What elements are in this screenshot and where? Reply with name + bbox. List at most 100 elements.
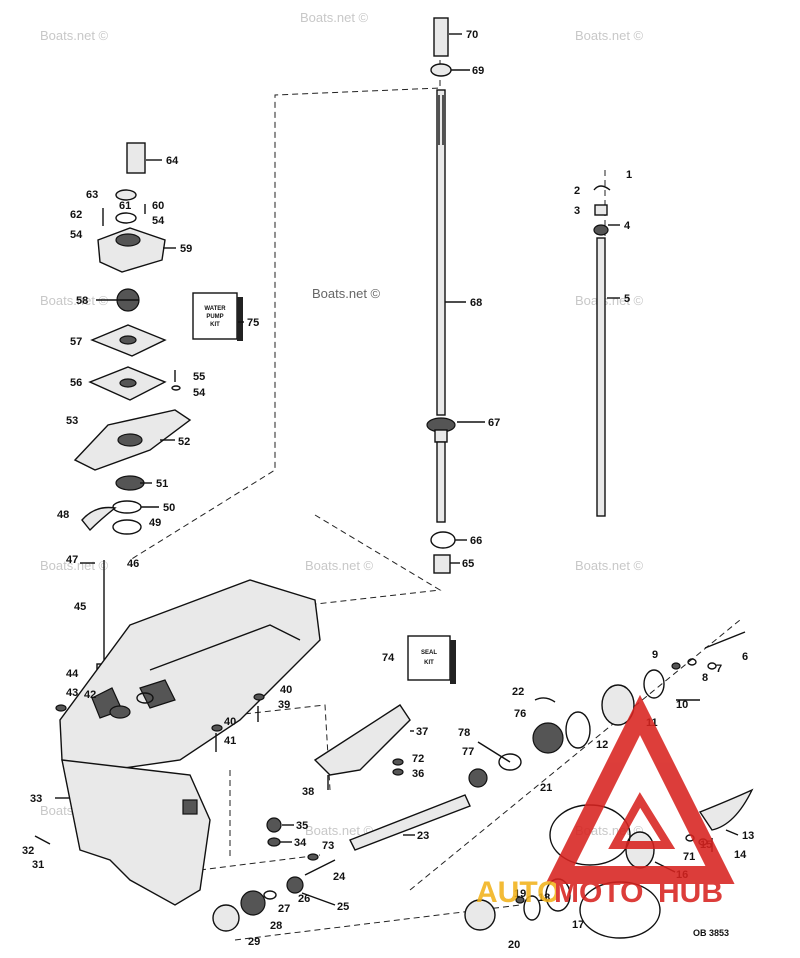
label-61: 61 bbox=[119, 200, 131, 212]
label-13: 13 bbox=[742, 830, 754, 842]
label-40b: 40 bbox=[224, 716, 236, 728]
part-64-tube bbox=[126, 142, 146, 174]
part-72-washer bbox=[392, 758, 404, 766]
part-65-sleeve bbox=[433, 554, 451, 574]
part-27-washer bbox=[263, 890, 277, 900]
label-31: 31 bbox=[32, 859, 44, 871]
label-8: 8 bbox=[702, 672, 708, 684]
watermark: Boats.net © bbox=[300, 10, 369, 25]
watermark: Boats.net © bbox=[575, 28, 644, 43]
label-65: 65 bbox=[462, 558, 474, 570]
svg-text:PUMP: PUMP bbox=[206, 314, 223, 320]
label-17: 17 bbox=[572, 919, 584, 931]
label-1: 1 bbox=[626, 169, 632, 181]
part-78-pin bbox=[477, 741, 511, 763]
part-51-seal bbox=[115, 475, 145, 491]
part-24-pin bbox=[304, 859, 336, 876]
label-54b: 54 bbox=[70, 229, 83, 241]
label-50: 50 bbox=[163, 502, 175, 514]
part-33-gearcase-top bbox=[59, 579, 321, 771]
assembly-guide-lines bbox=[129, 20, 741, 941]
part-20-hub bbox=[464, 899, 496, 931]
part-9-washer bbox=[671, 662, 681, 670]
part-37-skeg bbox=[313, 704, 411, 776]
label-53: 53 bbox=[66, 415, 78, 427]
label-37: 37 bbox=[416, 726, 428, 738]
label-3: 3 bbox=[574, 205, 580, 217]
part-10-oring bbox=[643, 669, 665, 699]
label-43: 43 bbox=[66, 687, 78, 699]
label-32: 32 bbox=[22, 845, 34, 857]
label-27: 27 bbox=[278, 903, 290, 915]
watermark: Boats.net © bbox=[40, 558, 109, 573]
label-20: 20 bbox=[508, 939, 520, 951]
label-68: 68 bbox=[470, 297, 482, 309]
logo-text-auto: AUTO bbox=[476, 876, 560, 909]
part-25-clutch bbox=[286, 876, 304, 894]
label-74: 74 bbox=[382, 652, 395, 664]
watermark: Boats.net © bbox=[305, 823, 374, 838]
label-9: 9 bbox=[652, 649, 658, 661]
watermark: Boats.net © bbox=[575, 293, 644, 308]
logo-text-moto: MOTO bbox=[554, 876, 643, 909]
part-76-bearing bbox=[532, 722, 564, 754]
label-33: 33 bbox=[30, 793, 42, 805]
part-33-gearcase-lower bbox=[61, 759, 211, 906]
part-7-washer bbox=[707, 662, 717, 670]
part-31-screw bbox=[34, 835, 51, 845]
part-3-bushing bbox=[594, 204, 608, 216]
label-45: 45 bbox=[74, 601, 86, 613]
label-7: 7 bbox=[716, 663, 722, 675]
svg-text:SEAL: SEAL bbox=[421, 650, 437, 656]
logo-triangle-outer bbox=[545, 694, 735, 884]
label-44: 44 bbox=[66, 668, 79, 680]
label-73: 73 bbox=[322, 840, 334, 852]
label-59: 59 bbox=[180, 243, 192, 255]
seal-kit-box: SEAL KIT bbox=[407, 635, 456, 684]
label-69: 69 bbox=[472, 65, 484, 77]
label-58: 58 bbox=[76, 295, 88, 307]
label-23: 23 bbox=[417, 830, 429, 842]
label-14: 14 bbox=[734, 849, 747, 861]
part-73-pin bbox=[307, 853, 319, 861]
part-63-grommet bbox=[115, 189, 137, 201]
label-2: 2 bbox=[574, 185, 580, 197]
label-22: 22 bbox=[512, 686, 524, 698]
part-18-washer bbox=[523, 895, 541, 921]
part-5-shift-rod bbox=[596, 237, 606, 517]
label-24: 24 bbox=[333, 871, 346, 883]
watermark: Boats.net © bbox=[40, 293, 109, 308]
part-29-bearing bbox=[212, 904, 240, 932]
label-6: 6 bbox=[742, 651, 748, 663]
label-25: 25 bbox=[337, 901, 349, 913]
label-12: 12 bbox=[596, 739, 608, 751]
label-54a: 54 bbox=[152, 215, 165, 227]
label-19: 19 bbox=[514, 888, 526, 900]
label-56: 56 bbox=[70, 377, 82, 389]
label-36: 36 bbox=[412, 768, 424, 780]
part-59-pump-housing bbox=[97, 227, 166, 273]
label-26: 26 bbox=[298, 893, 310, 905]
label-41: 41 bbox=[224, 735, 236, 747]
label-64: 64 bbox=[166, 155, 179, 167]
label-67: 67 bbox=[488, 417, 500, 429]
label-5: 5 bbox=[624, 293, 630, 305]
part-68-driveshaft bbox=[436, 89, 446, 416]
part-35-gear bbox=[266, 817, 282, 833]
center-gear-train bbox=[212, 631, 746, 932]
part-19-pin bbox=[515, 896, 525, 904]
label-34: 34 bbox=[294, 837, 307, 849]
label-55: 55 bbox=[193, 371, 205, 383]
part-77-gear bbox=[468, 768, 488, 788]
svg-text:WATER: WATER bbox=[204, 306, 226, 312]
label-10: 10 bbox=[676, 699, 688, 711]
label-62: 62 bbox=[70, 209, 82, 221]
part-4-oring bbox=[593, 224, 609, 236]
label-75: 75 bbox=[247, 317, 259, 329]
label-51: 51 bbox=[156, 478, 168, 490]
part-61-seal bbox=[115, 212, 137, 224]
label-4: 4 bbox=[624, 220, 631, 232]
water-pump-assembly bbox=[73, 142, 192, 677]
